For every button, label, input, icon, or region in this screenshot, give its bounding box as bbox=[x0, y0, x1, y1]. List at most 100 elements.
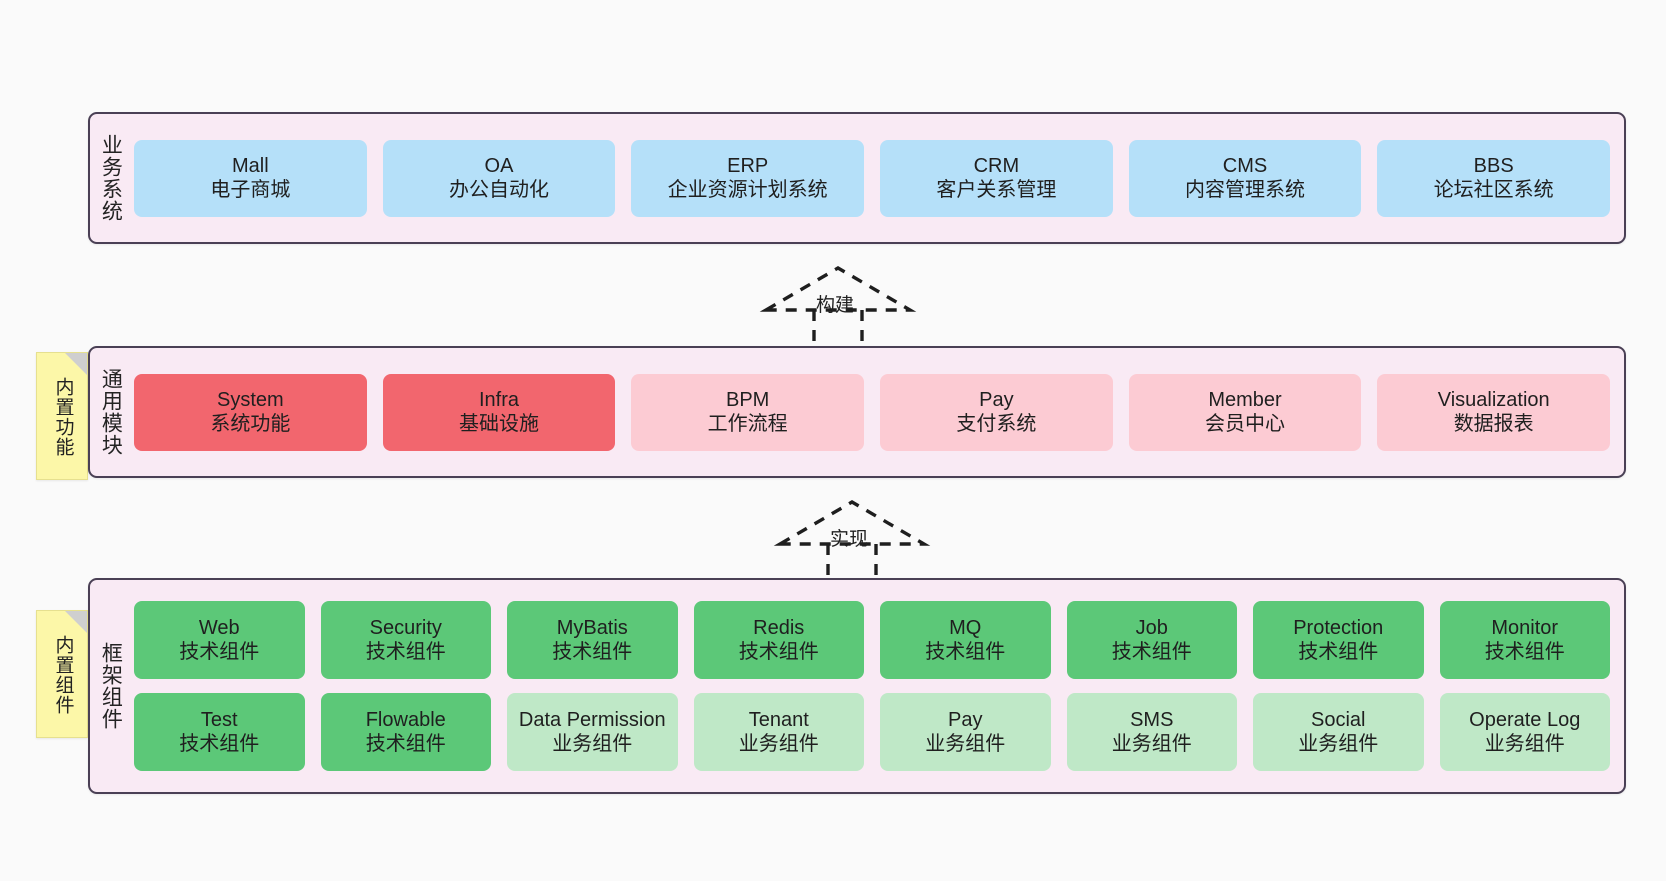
connector-implement: 实现 bbox=[772, 496, 932, 588]
box-title: Social bbox=[1311, 708, 1366, 731]
layer-body-framework-components: Web 技术组件 Security 技术组件 MyBatis 技术组件 Redi… bbox=[130, 580, 1624, 792]
box-subtitle: 业务组件 bbox=[1111, 733, 1192, 755]
layer-title-framework-components: 框架组件 bbox=[99, 642, 123, 730]
box-subtitle: 业务组件 bbox=[1484, 733, 1565, 755]
box-subtitle: 技术组件 bbox=[738, 641, 819, 663]
layer-common-modules: 通用模块 System 系统功能 Infra 基础设施 BPM 工作流程 Pay… bbox=[88, 346, 1626, 478]
box-title: SMS bbox=[1130, 708, 1174, 731]
note-fold-icon bbox=[65, 353, 87, 375]
box-subtitle: 电子商城 bbox=[210, 179, 291, 201]
box-title: Visualization bbox=[1437, 388, 1550, 411]
box-subtitle: 技术组件 bbox=[365, 733, 446, 755]
box-subtitle: 技术组件 bbox=[1484, 641, 1565, 663]
box-title: CMS bbox=[1222, 154, 1268, 177]
box-pay-component[interactable]: Pay 业务组件 bbox=[880, 693, 1051, 771]
row-business-systems: Mall 电子商城 OA 办公自动化 ERP 企业资源计划系统 CRM 客户关系… bbox=[134, 139, 1611, 217]
box-title: BBS bbox=[1473, 154, 1514, 177]
box-subtitle: 业务组件 bbox=[925, 733, 1006, 755]
layer-framework-components: 框架组件 Web 技术组件 Security 技术组件 MyBatis 技术组件… bbox=[88, 578, 1626, 794]
box-pay-module[interactable]: Pay 支付系统 bbox=[880, 373, 1113, 451]
box-subtitle: 技术组件 bbox=[1111, 641, 1192, 663]
box-oa[interactable]: OA 办公自动化 bbox=[382, 139, 616, 217]
box-title: Security bbox=[369, 616, 442, 639]
box-title: Protection bbox=[1293, 616, 1384, 639]
box-protection[interactable]: Protection 技术组件 bbox=[1253, 601, 1424, 679]
box-subtitle: 企业资源计划系统 bbox=[667, 179, 828, 201]
box-subtitle: 业务组件 bbox=[552, 733, 633, 755]
box-subtitle: 技术组件 bbox=[1298, 641, 1379, 663]
box-title: ERP bbox=[727, 154, 769, 177]
box-title: Redis bbox=[753, 616, 805, 639]
box-visualization[interactable]: Visualization 数据报表 bbox=[1377, 373, 1611, 451]
generalization-arrowhead-icon bbox=[773, 500, 931, 546]
box-erp[interactable]: ERP 企业资源计划系统 bbox=[631, 139, 865, 217]
box-system[interactable]: System 系统功能 bbox=[134, 373, 367, 451]
box-flowable[interactable]: Flowable 技术组件 bbox=[320, 693, 491, 771]
box-title: MQ bbox=[949, 616, 982, 639]
box-subtitle: 内容管理系统 bbox=[1185, 179, 1306, 201]
box-mall[interactable]: Mall 电子商城 bbox=[134, 139, 367, 217]
box-mq[interactable]: MQ 技术组件 bbox=[880, 601, 1051, 679]
box-title: Pay bbox=[948, 708, 983, 731]
box-infra[interactable]: Infra 基础设施 bbox=[382, 373, 616, 451]
box-title: Mall bbox=[232, 154, 269, 177]
box-subtitle: 技术组件 bbox=[365, 641, 446, 663]
box-crm[interactable]: CRM 客户关系管理 bbox=[880, 139, 1113, 217]
box-title: Flowable bbox=[365, 708, 446, 731]
layer-business-systems: 业务系统 Mall 电子商城 OA 办公自动化 ERP 企业资源计划系统 CRM… bbox=[88, 112, 1626, 244]
box-subtitle: 论坛社区系统 bbox=[1433, 179, 1554, 201]
box-security[interactable]: Security 技术组件 bbox=[320, 601, 491, 679]
note-label: 内置组件 bbox=[52, 635, 74, 715]
note-fold-icon bbox=[65, 611, 87, 633]
row-tech-components: Web 技术组件 Security 技术组件 MyBatis 技术组件 Redi… bbox=[134, 601, 1610, 679]
note-label: 内置功能 bbox=[52, 377, 74, 457]
box-member[interactable]: Member 会员中心 bbox=[1128, 373, 1362, 451]
box-web[interactable]: Web 技术组件 bbox=[134, 601, 305, 679]
box-monitor[interactable]: Monitor 技术组件 bbox=[1439, 601, 1610, 679]
connector-label-build: 构建 bbox=[816, 295, 855, 316]
box-title: Job bbox=[1135, 616, 1168, 639]
box-mybatis[interactable]: MyBatis 技术组件 bbox=[507, 601, 678, 679]
box-subtitle: 数据报表 bbox=[1453, 413, 1534, 435]
row-common-modules: System 系统功能 Infra 基础设施 BPM 工作流程 Pay 支付系统… bbox=[134, 373, 1611, 451]
connector-label-implement: 实现 bbox=[830, 529, 869, 550]
box-sms[interactable]: SMS 业务组件 bbox=[1066, 693, 1237, 771]
box-subtitle: 技术组件 bbox=[552, 641, 633, 663]
layer-body-business-systems: Mall 电子商城 OA 办公自动化 ERP 企业资源计划系统 CRM 客户关系… bbox=[130, 114, 1624, 242]
connector-build: 构建 bbox=[758, 262, 918, 354]
box-title: Pay bbox=[979, 388, 1014, 411]
box-title: Operate Log bbox=[1469, 708, 1581, 731]
note-builtin-features: 内置功能 bbox=[36, 352, 88, 480]
box-title: CRM bbox=[973, 154, 1020, 177]
box-subtitle: 技术组件 bbox=[179, 641, 260, 663]
box-title: Data Permission bbox=[518, 708, 666, 731]
row-business-components: Test 技术组件 Flowable 技术组件 Data Permission … bbox=[134, 693, 1610, 771]
box-subtitle: 业务组件 bbox=[738, 733, 819, 755]
box-subtitle: 客户关系管理 bbox=[936, 179, 1057, 201]
box-subtitle: 系统功能 bbox=[210, 413, 291, 435]
box-data-permission[interactable]: Data Permission 业务组件 bbox=[507, 693, 678, 771]
box-tenant[interactable]: Tenant 业务组件 bbox=[693, 693, 864, 771]
box-title: BPM bbox=[726, 388, 770, 411]
box-title: Tenant bbox=[748, 708, 809, 731]
generalization-arrowhead-icon bbox=[759, 266, 917, 312]
box-test[interactable]: Test 技术组件 bbox=[134, 693, 305, 771]
box-subtitle: 工作流程 bbox=[707, 413, 788, 435]
box-social[interactable]: Social 业务组件 bbox=[1253, 693, 1424, 771]
box-title: Member bbox=[1208, 388, 1282, 411]
box-subtitle: 技术组件 bbox=[179, 733, 260, 755]
box-operate-log[interactable]: Operate Log 业务组件 bbox=[1439, 693, 1610, 771]
box-bbs[interactable]: BBS 论坛社区系统 bbox=[1377, 139, 1611, 217]
box-subtitle: 业务组件 bbox=[1298, 733, 1379, 755]
box-subtitle: 支付系统 bbox=[956, 413, 1037, 435]
box-title: Infra bbox=[478, 388, 520, 411]
box-job[interactable]: Job 技术组件 bbox=[1066, 601, 1237, 679]
box-title: MyBatis bbox=[556, 616, 628, 639]
box-redis[interactable]: Redis 技术组件 bbox=[693, 601, 864, 679]
layer-title-common-modules: 通用模块 bbox=[99, 368, 123, 456]
box-cms[interactable]: CMS 内容管理系统 bbox=[1128, 139, 1362, 217]
box-bpm[interactable]: BPM 工作流程 bbox=[631, 373, 865, 451]
layer-title-business-systems: 业务系统 bbox=[99, 134, 123, 222]
box-title: Web bbox=[198, 616, 240, 639]
